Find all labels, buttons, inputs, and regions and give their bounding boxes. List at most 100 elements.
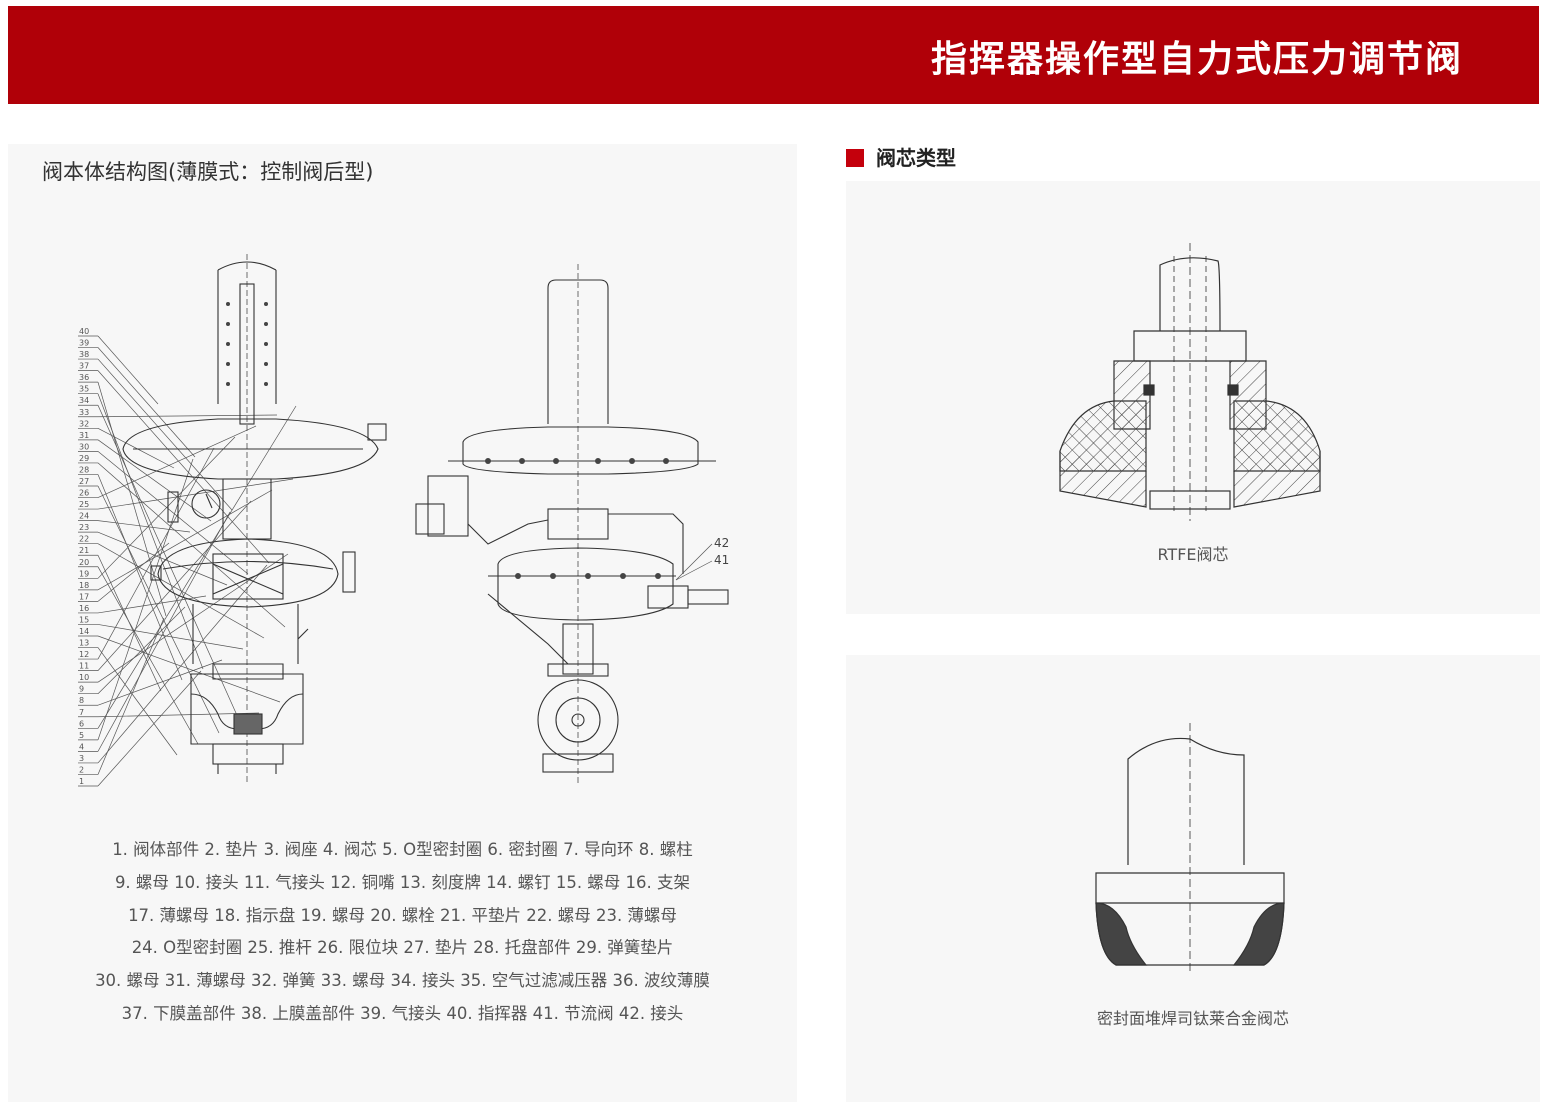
callout-leader <box>97 474 183 681</box>
callout-leader <box>97 564 268 764</box>
callout-leader <box>97 606 186 694</box>
callout-number: 41 <box>714 553 729 567</box>
callout-number: 23 <box>79 523 89 532</box>
callout-leader <box>97 624 244 650</box>
callout-number: 18 <box>79 581 89 590</box>
side-view-drawing <box>415 264 729 784</box>
front-view-drawing <box>122 254 387 784</box>
callout-number: 15 <box>79 615 89 624</box>
callout-leader <box>97 439 212 522</box>
callout-number: 16 <box>79 604 89 613</box>
callout-leader <box>97 462 286 628</box>
callout-number: 40 <box>79 327 89 336</box>
legend-line: 1. 阀体部件 2. 垫片 3. 阀座 4. 阀芯 5. O型密封圈 6. 密封… <box>112 840 693 859</box>
callout-number: 2 <box>79 765 84 774</box>
callout-number: 7 <box>79 708 84 717</box>
callout-number: 9 <box>79 685 84 694</box>
callout-number: 37 <box>79 362 89 371</box>
callout-number: 26 <box>79 489 89 498</box>
structure-title: 阀本体结构图(薄膜式：控制阀后型) <box>42 160 374 184</box>
section-marker-icon <box>846 149 864 167</box>
core-types-title: 阀芯类型 <box>876 146 956 170</box>
rtfe-core-drawing <box>1059 243 1321 521</box>
callout-leader <box>97 520 191 533</box>
rtfe-core-caption: RTFE阀芯 <box>1157 545 1229 564</box>
callout-leader <box>97 500 252 671</box>
callout-number: 3 <box>79 754 84 763</box>
callout-leader <box>675 543 713 581</box>
legend-line: 17. 薄螺母 18. 指示盘 19. 螺母 20. 螺栓 21. 平垫片 22… <box>128 905 677 925</box>
stellite-core-caption: 密封面堆焊司钛莱合金阀芯 <box>1096 1009 1289 1028</box>
callout-number: 17 <box>79 592 89 601</box>
valve-structure-diagram: 4039383736353433323130292827262524232221… <box>78 254 729 787</box>
callout-number: 34 <box>79 396 89 405</box>
callout-leader <box>675 560 713 581</box>
callout-leader <box>97 543 265 639</box>
callout-leader <box>97 458 194 740</box>
callout-leader <box>97 635 281 703</box>
callout-number: 32 <box>79 419 89 428</box>
callout-leader <box>97 405 241 723</box>
callout-leader <box>97 489 273 591</box>
callout-numbers: 4039383736353433323130292827262524232221… <box>79 327 89 786</box>
callout-number: 28 <box>79 465 89 474</box>
callout-leader <box>97 485 220 734</box>
callout-number: 39 <box>79 339 89 348</box>
callout-number: 11 <box>79 662 89 671</box>
callout-number: 4 <box>79 742 84 751</box>
callout-number: 5 <box>79 731 84 740</box>
header-banner: 指挥器操作型自力式压力调节阀 <box>8 6 1539 104</box>
core-types-heading: 阀芯类型 <box>846 142 956 171</box>
callout-leader <box>97 659 223 706</box>
callout-leader <box>97 531 228 586</box>
callout-number: 38 <box>79 350 89 359</box>
callout-number: 42 <box>714 536 729 550</box>
callout-number: 33 <box>79 408 89 417</box>
callout-number: 30 <box>79 442 89 451</box>
callout-leader <box>97 447 215 660</box>
callout-number: 35 <box>79 385 89 394</box>
legend-line: 30. 螺母 31. 薄螺母 32. 弹簧 33. 螺母 34. 接头 35. … <box>95 971 710 991</box>
callout-number: 27 <box>79 477 89 486</box>
rtfe-core-card: RTFE阀芯 <box>846 181 1540 614</box>
callout-number: 31 <box>79 431 89 440</box>
callout-leader <box>97 436 236 579</box>
callout-leader <box>97 335 159 405</box>
callout-number: 20 <box>79 558 89 567</box>
legend-line: 37. 下膜盖部件 38. 上膜盖部件 39. 气接头 40. 指挥器 41. … <box>121 1003 684 1023</box>
callout-leader <box>97 670 202 787</box>
parts-legend: 1. 阀体部件 2. 垫片 3. 阀座 4. 阀芯 5. O型密封圈 6. 密封… <box>8 834 797 1031</box>
callout-leader <box>97 542 170 602</box>
callout-number: 36 <box>79 373 89 382</box>
callout-leader <box>97 370 270 564</box>
callout-leader <box>97 617 165 775</box>
callout-number: 1 <box>79 777 84 786</box>
callout-leader <box>97 425 257 498</box>
callout-leader <box>97 712 260 718</box>
callout-number: 24 <box>79 512 89 521</box>
stellite-core-drawing <box>1095 723 1285 975</box>
callout-number: 29 <box>79 454 89 463</box>
callout-number: 6 <box>79 719 84 728</box>
callout-number: 8 <box>79 696 84 705</box>
page-title: 指挥器操作型自力式压力调节阀 <box>930 39 1463 80</box>
callout-leader <box>97 347 196 458</box>
callout-leader <box>97 511 231 752</box>
stellite-core-card: 密封面堆焊司钛莱合金阀芯 <box>846 655 1540 1102</box>
callout-leader <box>97 647 178 756</box>
callout-number: 21 <box>79 546 89 555</box>
callout-leader <box>97 405 297 729</box>
callout-leader <box>97 358 233 511</box>
callout-leader <box>97 427 175 469</box>
callout-leader <box>97 382 167 617</box>
legend-line: 24. O型密封圈 25. 推杆 26. 限位块 27. 垫片 28. 托盘部件… <box>131 938 674 958</box>
callout-number: 12 <box>79 650 89 659</box>
callout-number: 10 <box>79 673 89 682</box>
callout-leader <box>97 451 249 575</box>
callout-number: 14 <box>79 627 89 636</box>
callout-leader <box>97 414 278 418</box>
callout-number: 13 <box>79 639 89 648</box>
callout-number: 25 <box>79 500 89 509</box>
